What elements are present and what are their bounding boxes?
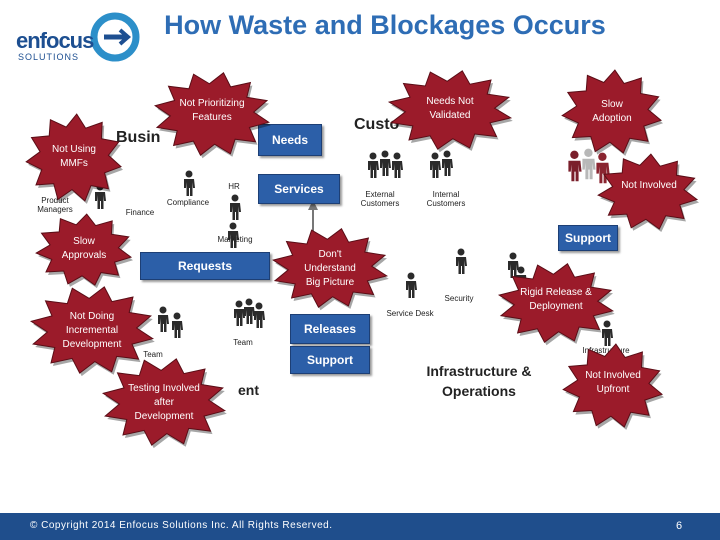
person-icon — [380, 150, 391, 176]
burst-shape-testing-involved — [101, 358, 227, 446]
page-number: 6 — [676, 520, 683, 532]
security-label: Security — [444, 294, 474, 303]
person-icon — [456, 248, 467, 274]
infrastructure-label: Infrastructure — [582, 346, 630, 355]
burst-shape-needs-not-validated — [387, 70, 513, 150]
logo-name: enfocus — [16, 28, 94, 53]
requests-box: Requests — [140, 252, 270, 280]
person-icon — [368, 152, 379, 178]
finance-label: Finance — [125, 208, 155, 217]
logo-sub: SOLUTIONS — [18, 52, 80, 62]
burst-not-involved: Not Involved — [621, 180, 677, 191]
burst-not-involved-upfront: Not Involved Upfront — [585, 370, 641, 395]
releases-box: Releases — [290, 314, 370, 344]
burst-dont-understand: Don't Understand Big Picture — [304, 249, 356, 288]
burst-testing-involved: Testing Involved after Development — [128, 383, 200, 422]
person-icon — [582, 148, 596, 180]
burst-not-using-mmfs: Not Using MMFs — [52, 144, 96, 169]
logo — [10, 10, 140, 68]
burst-slow-approvals: Slow Approvals — [61, 236, 107, 261]
page-title: How Waste and Blockages Occurs — [164, 10, 606, 40]
burst-not-prioritizing: Not Prioritizing Features — [179, 98, 245, 123]
burst-shape-rigid-release — [497, 263, 615, 343]
marketing-label: Marketing — [217, 235, 253, 244]
person-icon — [508, 252, 519, 278]
burst-shape-not-doing-incremental — [29, 286, 155, 374]
support-right-box: Support — [558, 225, 618, 251]
burst-shape-not-involved-upfront — [562, 343, 664, 428]
burst-needs-not-validated: Needs Not Validated — [426, 96, 474, 121]
development-group-label: ent — [238, 382, 259, 398]
logo-mark-icon — [90, 12, 140, 62]
hr-label: HR — [228, 182, 240, 191]
product-managers-label: Product Managers — [37, 196, 73, 214]
infra-group-label: Infrastructure & Operations — [426, 363, 532, 399]
person-icon — [158, 306, 169, 332]
burst-shape-not-prioritizing — [154, 72, 270, 156]
burst-rigid-release: Rigid Release & Deployment — [520, 287, 592, 312]
team2-label: Team — [233, 338, 253, 347]
burst-slow-adoption: Slow Adoption — [592, 99, 632, 124]
person-icon — [430, 152, 441, 178]
burst-shape-dont-understand — [271, 228, 389, 308]
person-icon — [568, 150, 582, 182]
team1-label: Team — [143, 350, 163, 359]
person-icon — [230, 194, 241, 220]
needs-box: Needs — [258, 124, 322, 156]
burst-shape-slow-adoption — [561, 69, 663, 154]
footer-bar — [0, 513, 720, 540]
support-box: Support — [290, 346, 370, 374]
external-customers-label: External Customers — [360, 190, 400, 208]
person-icon — [254, 302, 265, 328]
compliance-label: Compliance — [166, 198, 210, 207]
burst-not-doing-incremental: Not Doing Incremental Development — [62, 311, 122, 350]
person-icon — [228, 222, 239, 248]
customers-group-label: Custo — [354, 116, 400, 133]
person-icon — [442, 150, 453, 176]
person-icon — [392, 152, 403, 178]
services-box: Services — [258, 174, 340, 204]
internal-customers-label: Internal Customers — [426, 190, 466, 208]
person-icon — [184, 170, 195, 196]
person-icon — [406, 272, 417, 298]
service-desk-label: Service Desk — [386, 309, 434, 318]
person-icon — [602, 320, 613, 346]
burst-shape-not-using-mmfs — [25, 113, 122, 202]
person-icon — [172, 312, 183, 338]
copyright: © Copyright 2014 Enfocus Solutions Inc. … — [30, 520, 333, 531]
person-icon — [244, 298, 255, 324]
burst-shape-slow-approvals — [35, 213, 133, 286]
burst-shape-not-involved — [597, 153, 699, 230]
person-icon — [234, 300, 245, 326]
business-group-label: Busin — [116, 129, 161, 146]
